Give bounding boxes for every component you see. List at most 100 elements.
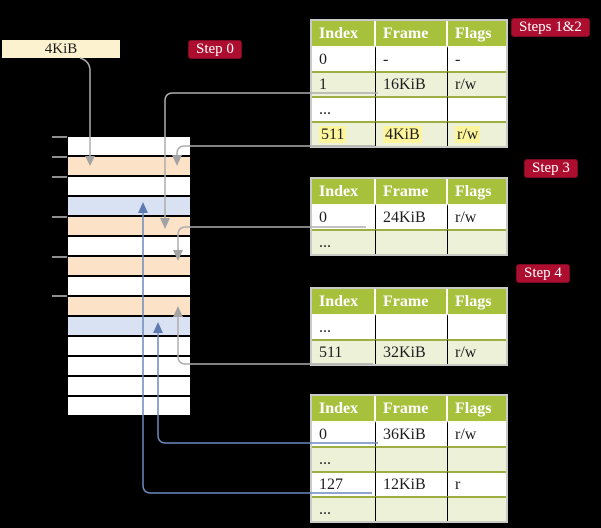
cell-value: 36KiB — [383, 425, 426, 443]
memory-frame-row — [68, 177, 190, 195]
cell-value: ... — [319, 233, 331, 251]
table-cell-flags: r/w — [448, 421, 506, 446]
table-cell-frame — [376, 96, 448, 121]
column-header: Flags — [448, 21, 506, 46]
memory-frame-row — [68, 337, 190, 355]
table-cell-frame: 36KiB — [376, 421, 448, 446]
cell-value: 4KiB — [383, 125, 422, 143]
table-row: ... — [312, 96, 506, 121]
column-header: Index — [312, 21, 376, 46]
table-cell-index: ... — [312, 229, 376, 254]
cell-value: 511 — [319, 125, 347, 143]
memory-frame-row — [68, 357, 190, 375]
table-cell-flags: - — [448, 46, 506, 71]
column-header: Frame — [376, 289, 448, 314]
memory-frame-row — [68, 217, 190, 235]
column-header: Frame — [376, 21, 448, 46]
table-cell-index: 511 — [312, 121, 376, 146]
column-header: Frame — [376, 396, 448, 421]
memory-frame-row — [68, 237, 190, 255]
table-cell-frame: 16KiB — [376, 71, 448, 96]
cell-value: ... — [319, 450, 331, 468]
column-header: Frame — [376, 179, 448, 204]
table-cell-flags: r — [448, 471, 506, 496]
table-cell-index: ... — [312, 446, 376, 471]
frame-size-label: 4KiB — [2, 40, 120, 58]
table-cell-index: 0 — [312, 46, 376, 71]
table-cell-index: 0 — [312, 204, 376, 229]
column-header: Flags — [448, 396, 506, 421]
cell-value: ... — [319, 100, 331, 118]
cell-value: 32KiB — [383, 343, 426, 361]
cell-value: r/w — [455, 425, 477, 443]
memory-frame-row — [68, 157, 190, 175]
table-cell-index: 511 — [312, 339, 376, 364]
memory-frame-row — [68, 397, 190, 415]
memory-tick — [52, 156, 67, 158]
cell-value: 511 — [319, 343, 343, 361]
badge-step-4: Step 4 — [516, 264, 570, 283]
cell-value: 0 — [319, 425, 327, 443]
table-cell-flags — [448, 314, 506, 339]
memory-tick — [52, 216, 67, 218]
memory-tick — [52, 136, 67, 138]
table-cell-flags — [448, 446, 506, 471]
badge-step-0: Step 0 — [188, 40, 242, 59]
table-cell-index: ... — [312, 496, 376, 521]
cell-value: ... — [319, 500, 331, 518]
cell-value: 0 — [319, 208, 327, 226]
cell-value: - — [455, 50, 461, 68]
cell-value: r — [455, 475, 461, 493]
cell-value: 127 — [319, 475, 343, 493]
table-row: ... — [312, 446, 506, 471]
badge-step-3: Step 3 — [524, 159, 578, 178]
badge-steps-1-2: Steps 1&2 — [511, 18, 590, 37]
table-row: 0 36KiB r/w — [312, 421, 506, 446]
table-cell-frame: - — [376, 46, 448, 71]
table-cell-frame — [376, 496, 448, 521]
table-cell-index: 0 — [312, 421, 376, 446]
table-row: 127 12KiB r — [312, 471, 506, 496]
table-cell-flags — [448, 496, 506, 521]
memory-frame-row — [68, 317, 190, 335]
table-cell-index: 1 — [312, 71, 376, 96]
table-row: ... — [312, 314, 506, 339]
memory-frame-row — [68, 137, 190, 155]
cell-value: 12KiB — [383, 475, 426, 493]
table-cell-flags — [448, 96, 506, 121]
table-cell-index: ... — [312, 314, 376, 339]
table-cell-frame — [376, 446, 448, 471]
memory-tick — [52, 295, 67, 297]
physical-memory-column — [68, 137, 190, 415]
table-cell-frame — [376, 229, 448, 254]
column-header: Index — [312, 396, 376, 421]
table-cell-flags: r/w — [448, 204, 506, 229]
cell-value: 0 — [319, 50, 327, 68]
cell-value: 1 — [319, 75, 327, 93]
memory-tick — [52, 256, 67, 258]
column-header: Flags — [448, 289, 506, 314]
cell-value: ... — [319, 318, 331, 336]
column-header: Flags — [448, 179, 506, 204]
column-header: Index — [312, 179, 376, 204]
column-header: Index — [312, 289, 376, 314]
table-cell-frame: 24KiB — [376, 204, 448, 229]
table-cell-flags — [448, 229, 506, 254]
table-cell-frame: 4KiB — [376, 121, 448, 146]
table-row: 0 - - — [312, 46, 506, 71]
memory-frame-row — [68, 257, 190, 275]
cell-value: - — [383, 50, 389, 68]
table-cell-frame: 12KiB — [376, 471, 448, 496]
memory-frame-row — [68, 277, 190, 295]
table-cell-index: 127 — [312, 471, 376, 496]
memory-frame-row — [68, 297, 190, 315]
